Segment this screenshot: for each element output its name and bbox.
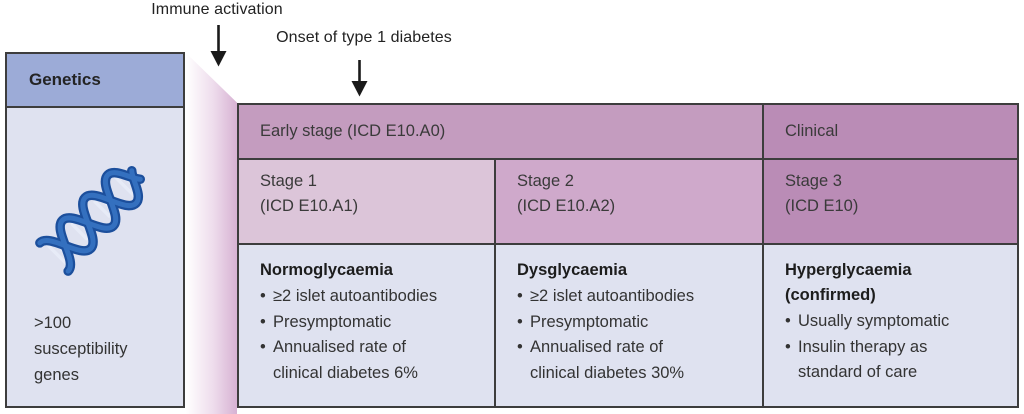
list-item: • Presymptomatic (517, 310, 756, 336)
down-arrow-icon (351, 60, 368, 97)
stage3-bullets: • Usually symptomatic • Insulin therapy … (785, 309, 1011, 386)
bullet-icon: • (785, 312, 791, 330)
onset-of-type1-diabetes-label: Onset of type 1 diabetes (276, 29, 452, 46)
staging-table: Early stage (ICD E10.A0) Clinical Stage … (237, 103, 1019, 408)
stage2-name: Stage 2 (517, 172, 574, 190)
down-arrow-icon (210, 25, 227, 67)
stage1-name: Stage 1 (260, 172, 317, 190)
stage2-bullets: • ≥2 islet autoantibodies • Presymptomat… (517, 284, 756, 386)
stage2-header-cell: Stage 2 (ICD E10.A2) (496, 160, 764, 245)
bullet-icon: • (517, 312, 523, 331)
clinical-header-cell: Clinical (764, 105, 1017, 160)
stage2-icd: (ICD E10.A2) (517, 197, 616, 215)
genetics-body: >100 susceptibility genes (7, 108, 183, 406)
progression-gradient-wedge (185, 52, 237, 414)
bullet-icon: • (517, 338, 523, 356)
bullet-icon: • (260, 338, 266, 356)
bullet-icon: • (785, 337, 791, 356)
stage1-header-cell: Stage 1 (ICD E10.A1) (239, 160, 496, 245)
list-item: • Annualised rate of clinical diabetes 6… (260, 335, 488, 386)
list-item: • Presymptomatic (260, 310, 488, 336)
stage3-name: Stage 3 (785, 172, 842, 190)
stage3-icd: (ICD E10) (785, 197, 859, 215)
clinical-header-label: Clinical (785, 122, 839, 140)
dna-double-helix-icon (35, 165, 146, 276)
stage3-body-cell: Hyperglycaemia (confirmed) • Usually sym… (764, 245, 1017, 406)
early-stage-header-label: Early stage (ICD E10.A0) (260, 122, 446, 140)
genetics-header: Genetics (7, 54, 183, 108)
list-item: • Usually symptomatic (785, 309, 1011, 335)
stage1-bullets: • ≥2 islet autoantibodies • Presymptomat… (260, 284, 488, 386)
stage2-title: Dysglycaemia (517, 261, 628, 279)
stage2-body-cell: Dysglycaemia • ≥2 islet autoantibodies •… (496, 245, 764, 406)
genetics-caption: >100 susceptibility genes (34, 314, 128, 384)
bullet-icon: • (260, 287, 266, 305)
bullet-icon: • (260, 312, 266, 331)
genetics-title: Genetics (29, 70, 101, 89)
genetics-panel: Genetics (5, 52, 185, 408)
bullet-icon: • (517, 287, 523, 305)
list-item: • ≥2 islet autoantibodies (260, 284, 488, 310)
immune-activation-label: Immune activation (151, 1, 283, 18)
early-stage-header-cell: Early stage (ICD E10.A0) (239, 105, 764, 160)
stage1-body-cell: Normoglycaemia • ≥2 islet autoantibodies… (239, 245, 496, 406)
stage1-icd: (ICD E10.A1) (260, 197, 359, 215)
stage3-title: Hyperglycaemia (confirmed) (785, 261, 912, 304)
list-item: • Insulin therapy as standard of care (785, 335, 1011, 386)
list-item: • ≥2 islet autoantibodies (517, 284, 756, 310)
stage1-title: Normoglycaemia (260, 261, 393, 279)
stage3-header-cell: Stage 3 (ICD E10) (764, 160, 1017, 245)
list-item: • Annualised rate of clinical diabetes 3… (517, 335, 756, 386)
